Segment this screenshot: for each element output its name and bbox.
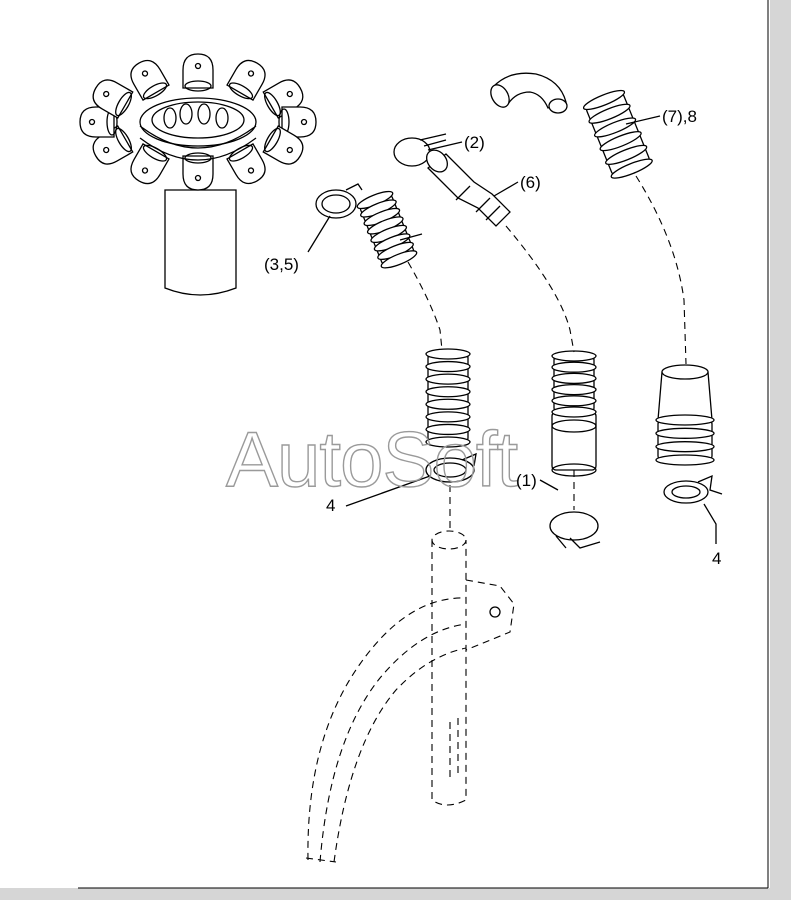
- label-part-3-5: (3,5): [264, 255, 299, 274]
- outlet-elbow: [226, 59, 266, 101]
- label-part-4-right: 4: [712, 549, 721, 568]
- label-part-1: (1): [516, 471, 537, 490]
- watermark-text: AutoSoft: [226, 415, 519, 503]
- connection-paths: [407, 175, 687, 528]
- hose-1: [551, 350, 597, 477]
- outlet-elbow: [130, 143, 170, 185]
- outlet-elbow: [92, 79, 134, 119]
- outlet-elbow: [182, 152, 214, 191]
- outlet-elbow: [262, 125, 304, 165]
- corrugated-hose-upper: [356, 190, 418, 269]
- label-part-4-left: 4: [326, 496, 335, 515]
- outlet-elbow: [278, 106, 317, 138]
- outlet-elbow: [182, 53, 214, 92]
- spring-clip-1: [549, 511, 601, 549]
- hose-clamp-4-left: [425, 452, 477, 483]
- tube-6: [426, 149, 511, 227]
- outlet-elbow: [79, 106, 118, 138]
- label-part-6: (6): [520, 173, 541, 192]
- hose-rib: [356, 190, 418, 269]
- hose-rib: [551, 350, 597, 418]
- smooth-sleeve: [551, 411, 597, 471]
- hose-clamp-3-5: [315, 183, 363, 219]
- hose-rib: [655, 414, 715, 466]
- seed-boot-tine: [305, 530, 515, 863]
- hose-rib: [425, 348, 471, 448]
- hose-clamp-4-right: [663, 474, 723, 504]
- outlet-elbow: [130, 59, 170, 101]
- hose-rib: [582, 89, 653, 179]
- hose-lower-right: [655, 364, 715, 466]
- elbow-fitting: [490, 72, 568, 114]
- label-part-2: (2): [464, 133, 485, 152]
- outlet-elbow: [226, 143, 266, 185]
- corrugated-hose-lower: [425, 348, 471, 448]
- distributor-head: [79, 53, 317, 296]
- label-part-7-8: (7),8: [662, 107, 697, 126]
- hose-7-8: [582, 89, 653, 179]
- leader-lines: [307, 115, 717, 544]
